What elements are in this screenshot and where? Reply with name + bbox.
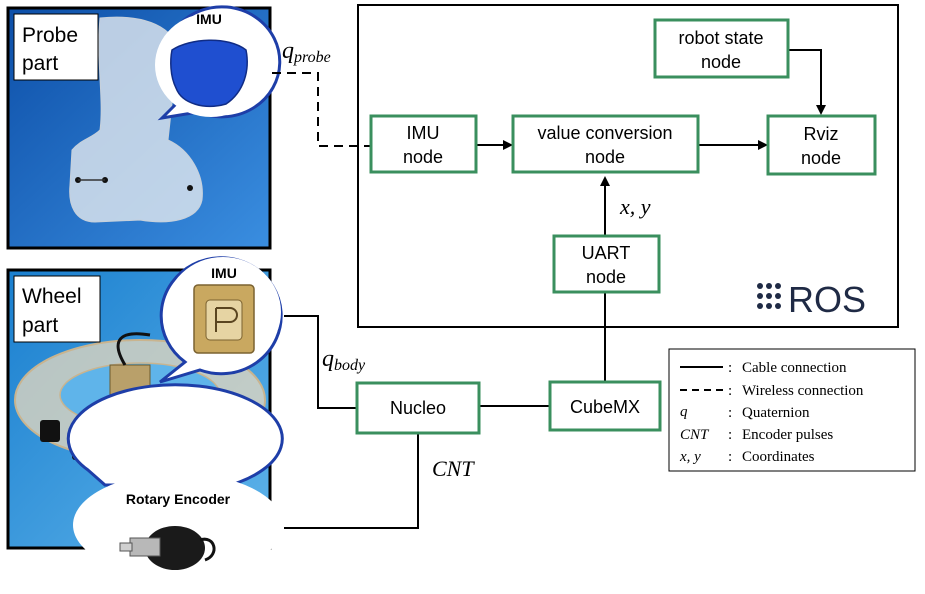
- q-body-label: qbody: [322, 346, 366, 374]
- q-probe-label: qprobe: [282, 38, 331, 66]
- legend-key-cnt: CNT: [680, 427, 710, 443]
- svg-text:node: node: [403, 147, 443, 167]
- wheel-imu-label: IMU: [211, 265, 237, 281]
- legend: : Cable connection : Wireless connection…: [668, 348, 916, 472]
- xy-label: x, y: [619, 194, 651, 219]
- wireless-connection-probe: [272, 72, 370, 147]
- rotary-encoder-icon: [119, 526, 216, 570]
- svg-text::: :: [728, 449, 732, 465]
- svg-text:node: node: [585, 147, 625, 167]
- wheel-label-line1: Wheel: [22, 285, 82, 308]
- probe-label-line2: part: [22, 52, 58, 75]
- rviz-node: Rviz node: [766, 114, 877, 176]
- probe-imu-device-icon: [170, 39, 248, 108]
- legend-key-q: q: [680, 404, 688, 420]
- svg-text::: :: [728, 360, 732, 376]
- svg-text:node: node: [586, 267, 626, 287]
- svg-text:Nucleo: Nucleo: [390, 398, 446, 418]
- probe-part-photo: Probe part IMU: [6, 5, 282, 250]
- svg-text::: :: [728, 427, 732, 443]
- svg-text:Rviz: Rviz: [804, 124, 839, 144]
- svg-text:CubeMX: CubeMX: [570, 397, 640, 417]
- uart-node: UART node: [552, 234, 661, 294]
- legend-text-wireless: Wireless connection: [742, 383, 864, 399]
- cable-connection-encoder: [284, 433, 419, 529]
- svg-text:node: node: [701, 52, 741, 72]
- wheel-part-photo: Wheel part IMU Rotary Encoder: [6, 256, 284, 577]
- svg-text:UART: UART: [582, 243, 631, 263]
- legend-text-quaternion: Quaternion: [742, 405, 810, 421]
- probe-label-line1: Probe: [22, 24, 78, 47]
- svg-text::: :: [728, 405, 732, 421]
- rotary-encoder-label: Rotary Encoder: [126, 491, 231, 507]
- svg-text:robot state: robot state: [678, 28, 763, 48]
- legend-key-xy: x, y: [679, 449, 701, 465]
- svg-text:IMU: IMU: [407, 123, 440, 143]
- ros-logo: ROS: [757, 279, 866, 320]
- svg-text::: :: [728, 383, 732, 399]
- value-conversion-node: value conversion node: [511, 114, 700, 174]
- robot-state-node: robot state node: [653, 18, 790, 79]
- legend-text-coordinates: Coordinates: [742, 449, 815, 465]
- ros-frame: [357, 4, 899, 328]
- probe-imu-label: IMU: [196, 11, 222, 27]
- svg-text:node: node: [801, 148, 841, 168]
- imu-node: IMU node: [369, 114, 478, 174]
- wheel-label-line2: part: [22, 314, 58, 337]
- cubemx-node: CubeMX: [548, 380, 662, 432]
- legend-text-cable: Cable connection: [742, 360, 847, 376]
- legend-text-encoder: Encoder pulses: [742, 427, 833, 443]
- svg-text:value conversion: value conversion: [537, 123, 672, 143]
- ros-logo-text: ROS: [788, 279, 866, 320]
- cable-connection-body: [284, 315, 357, 409]
- arrow-robotstate-to-rviz: [788, 49, 826, 115]
- cnt-label: CNT: [432, 456, 475, 481]
- nucleo-node: Nucleo: [355, 381, 481, 435]
